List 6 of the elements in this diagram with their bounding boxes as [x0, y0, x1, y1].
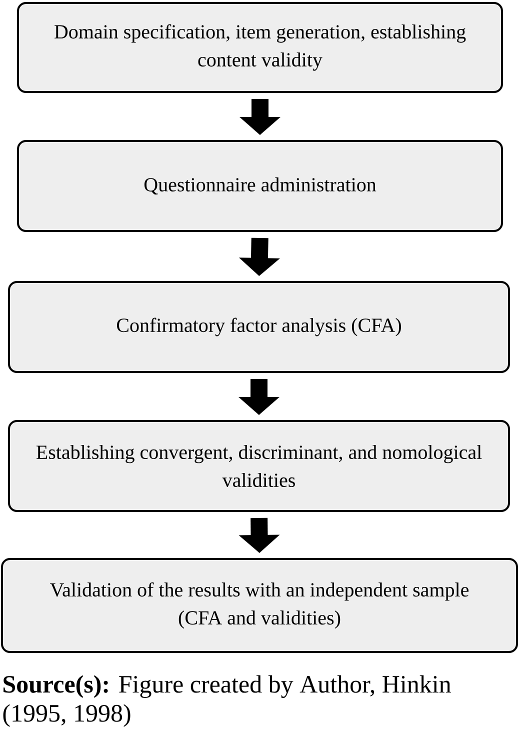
process-box: Validation of the results with an independent sample (CFA and validities) [1, 558, 518, 653]
process-box: Domain specification, item generation, establishing content validity [17, 2, 503, 93]
process-box: Establishing convergent, discriminant, and nomological validities [8, 420, 510, 512]
process-box: Questionnaire administration [17, 140, 503, 232]
process-box: Confirmatory factor analysis (CFA) [8, 281, 510, 373]
caption: Source(s): Figure created by Author, Hinkin (1995, 1998) [3, 675, 451, 727]
